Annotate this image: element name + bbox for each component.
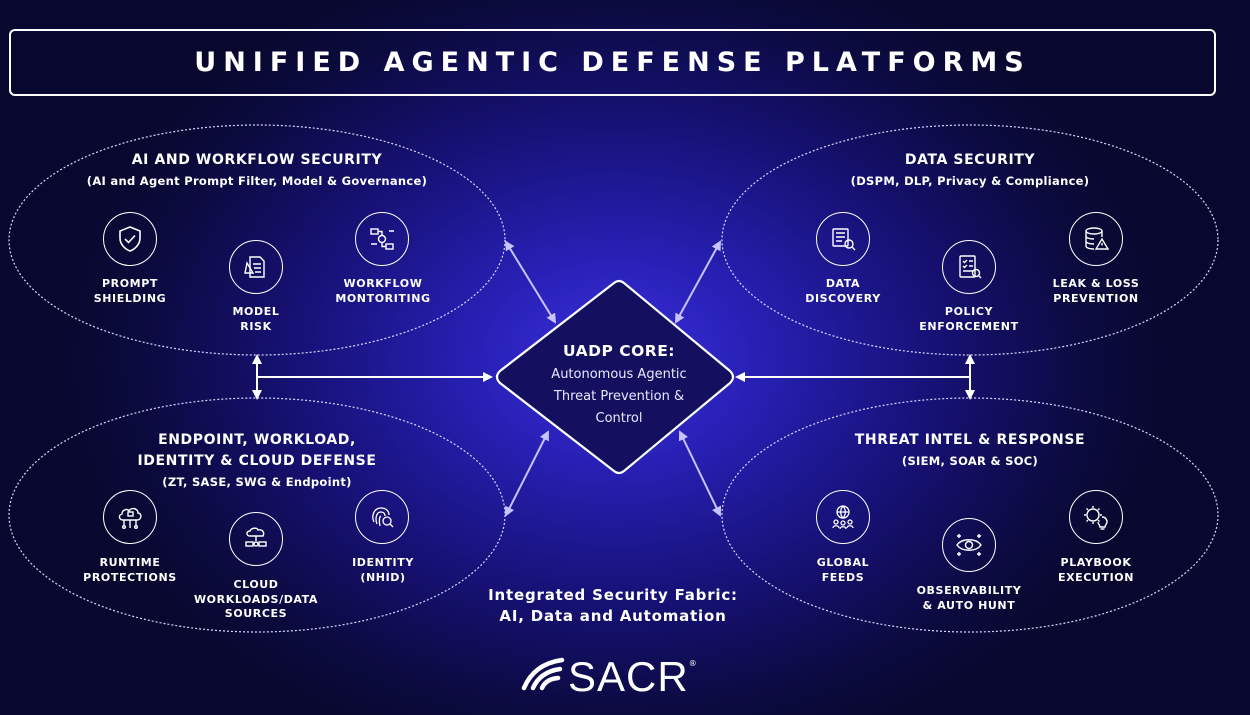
ai-security-subtitle: (AI and Agent Prompt Filter, Model & Gov…	[86, 174, 428, 188]
eye-target-icon	[942, 518, 996, 572]
shield-check-icon	[103, 212, 157, 266]
cloud-network-icon	[229, 512, 283, 566]
endpoint-ellipse	[8, 397, 506, 633]
workflow-gear-icon	[355, 212, 409, 266]
page-title: UNIFIED AGENTIC DEFENSE PLATFORMS	[194, 47, 1031, 78]
fingerprint-search-icon	[355, 490, 409, 544]
threat-intel-subtitle: (SIEM, SOAR & SOC)	[901, 454, 1039, 468]
endpoint-title: ENDPOINT, WORKLOAD, IDENTITY & CLOUD DEF…	[137, 432, 377, 469]
title-box: UNIFIED AGENTIC DEFENSE PLATFORMS	[9, 29, 1216, 96]
ai-security-ellipse	[8, 124, 506, 356]
registered-mark: ®	[688, 659, 697, 668]
core-description: Autonomous Agentic Threat Prevention & C…	[551, 367, 687, 426]
identity-nhid-label: IDENTITY(NHID)	[352, 556, 414, 584]
arrow-core-threat	[678, 430, 722, 517]
data-security-ellipse	[721, 124, 1219, 356]
sacr-logo: SACR®	[568, 653, 698, 701]
cloud-lock-icon	[103, 490, 157, 544]
policy-checklist-icon	[942, 240, 996, 294]
ai-security-title: AI AND WORKFLOW SECURITY	[131, 152, 383, 168]
core-title: UADP CORE:	[562, 342, 675, 360]
data-security-subtitle: (DSPM, DLP, Privacy & Compliance)	[850, 174, 1090, 188]
sacr-logo-text: SACR	[568, 653, 689, 700]
database-search-icon	[816, 212, 870, 266]
document-alert-icon	[229, 240, 283, 294]
sacr-logo-mark	[521, 657, 565, 691]
fabric-caption: Integrated Security Fabric: AI, Data and…	[488, 586, 738, 625]
endpoint-subtitle: (ZT, SASE, SWG & Endpoint)	[162, 475, 352, 489]
global-users-icon	[816, 490, 870, 544]
observability-auto-hunt-label: OBSERVABILITY& AUTO HUNT	[916, 584, 1022, 612]
core-diamond	[495, 279, 735, 475]
threat-intel-ellipse	[721, 397, 1219, 633]
database-warning-icon	[1069, 212, 1123, 266]
arrow-core-ai	[504, 240, 557, 324]
gear-bulb-icon	[1069, 490, 1123, 544]
arrow-core-data	[675, 240, 721, 324]
arrow-core-endpoint	[505, 430, 549, 517]
data-security-title: DATA SECURITY	[904, 152, 1036, 168]
threat-intel-title: THREAT INTEL & RESPONSE	[854, 432, 1086, 448]
